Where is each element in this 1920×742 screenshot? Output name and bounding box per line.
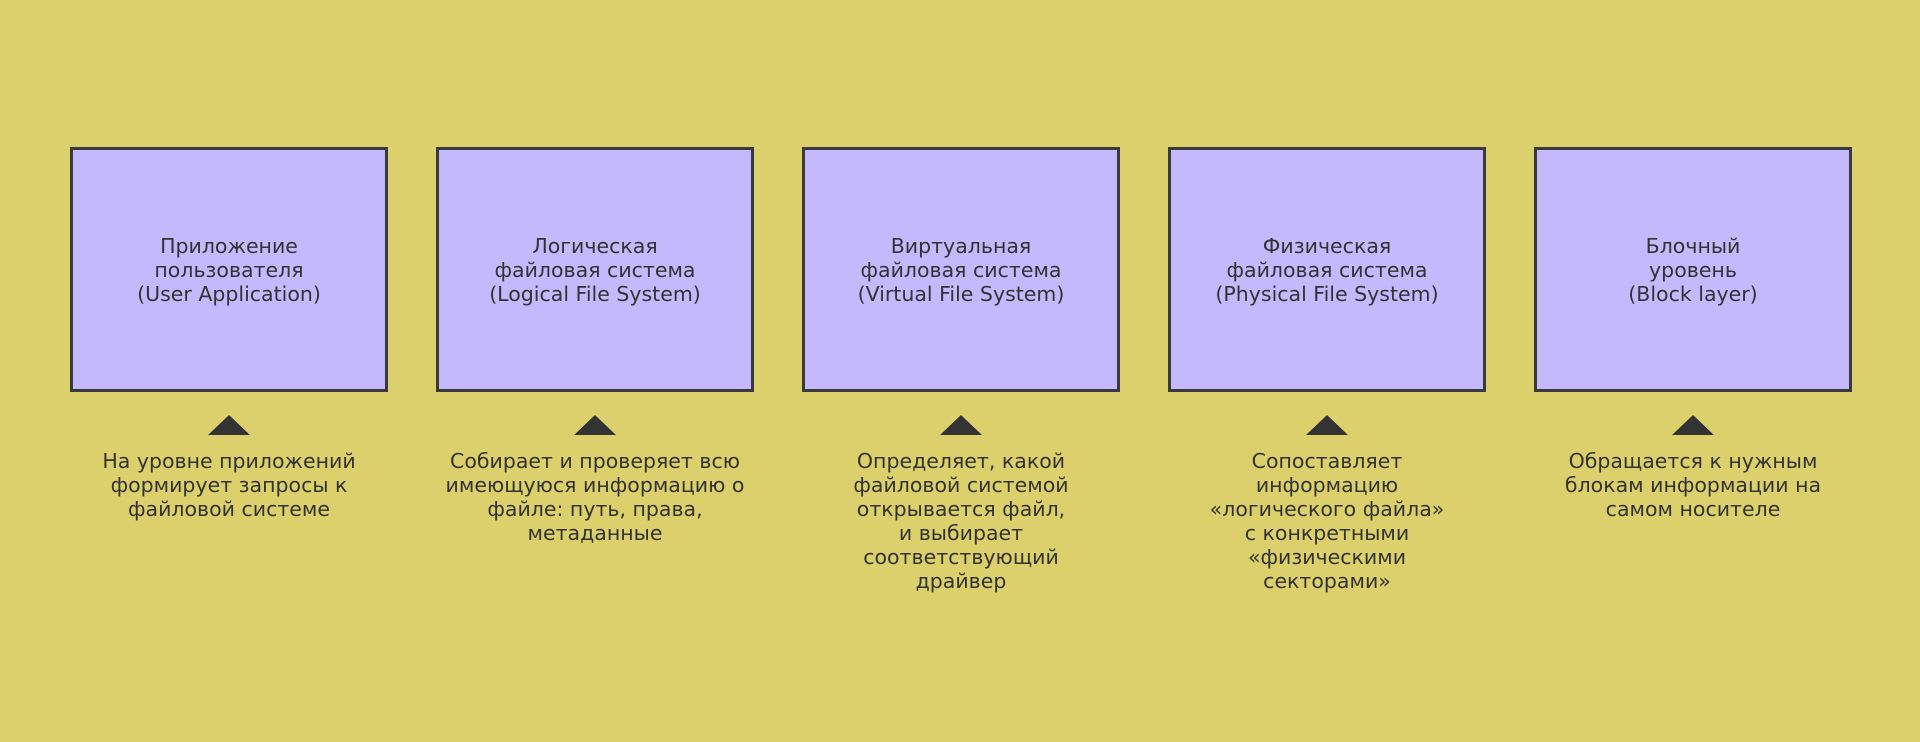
layer-box: Физическая файловая система (Physical Fi…	[1168, 147, 1486, 392]
layer-title: Логическая файловая система (Logical Fil…	[489, 233, 701, 306]
up-arrow-icon	[1672, 415, 1714, 435]
up-arrow-icon	[940, 415, 982, 435]
layer-description: Обращается к нужным блокам информации на…	[1564, 449, 1822, 521]
layer-title: Физическая файловая система (Physical Fi…	[1215, 233, 1439, 306]
layer-title: Блочный уровень (Block layer)	[1628, 233, 1758, 306]
layer-box: Логическая файловая система (Logical Fil…	[436, 147, 754, 392]
layer-column-logical-fs: Логическая файловая система (Logical Fil…	[436, 147, 754, 545]
up-arrow-icon	[1306, 415, 1348, 435]
up-arrow-icon	[574, 415, 616, 435]
layer-description: На уровне приложений формирует запросы к…	[102, 449, 356, 521]
layer-box: Виртуальная файловая система (Virtual Fi…	[802, 147, 1120, 392]
layer-column-physical-fs: Физическая файловая система (Physical Fi…	[1168, 147, 1486, 593]
layer-title: Приложение пользователя (User Applicatio…	[137, 233, 321, 306]
layer-description: Собирает и проверяет всю имеющуюся инфор…	[445, 449, 745, 545]
layer-column-user-application: Приложение пользователя (User Applicatio…	[70, 147, 388, 521]
layer-column-virtual-fs: Виртуальная файловая система (Virtual Fi…	[802, 147, 1120, 593]
layer-box: Приложение пользователя (User Applicatio…	[70, 147, 388, 392]
up-arrow-icon	[208, 415, 250, 435]
layer-column-block-layer: Блочный уровень (Block layer) Обращается…	[1534, 147, 1852, 521]
layer-box: Блочный уровень (Block layer)	[1534, 147, 1852, 392]
layer-description: Определяет, какой файловой системой откр…	[853, 449, 1069, 593]
layer-title: Виртуальная файловая система (Virtual Fi…	[857, 233, 1065, 306]
layer-description: Сопоставляет информацию «логического фай…	[1209, 449, 1445, 593]
